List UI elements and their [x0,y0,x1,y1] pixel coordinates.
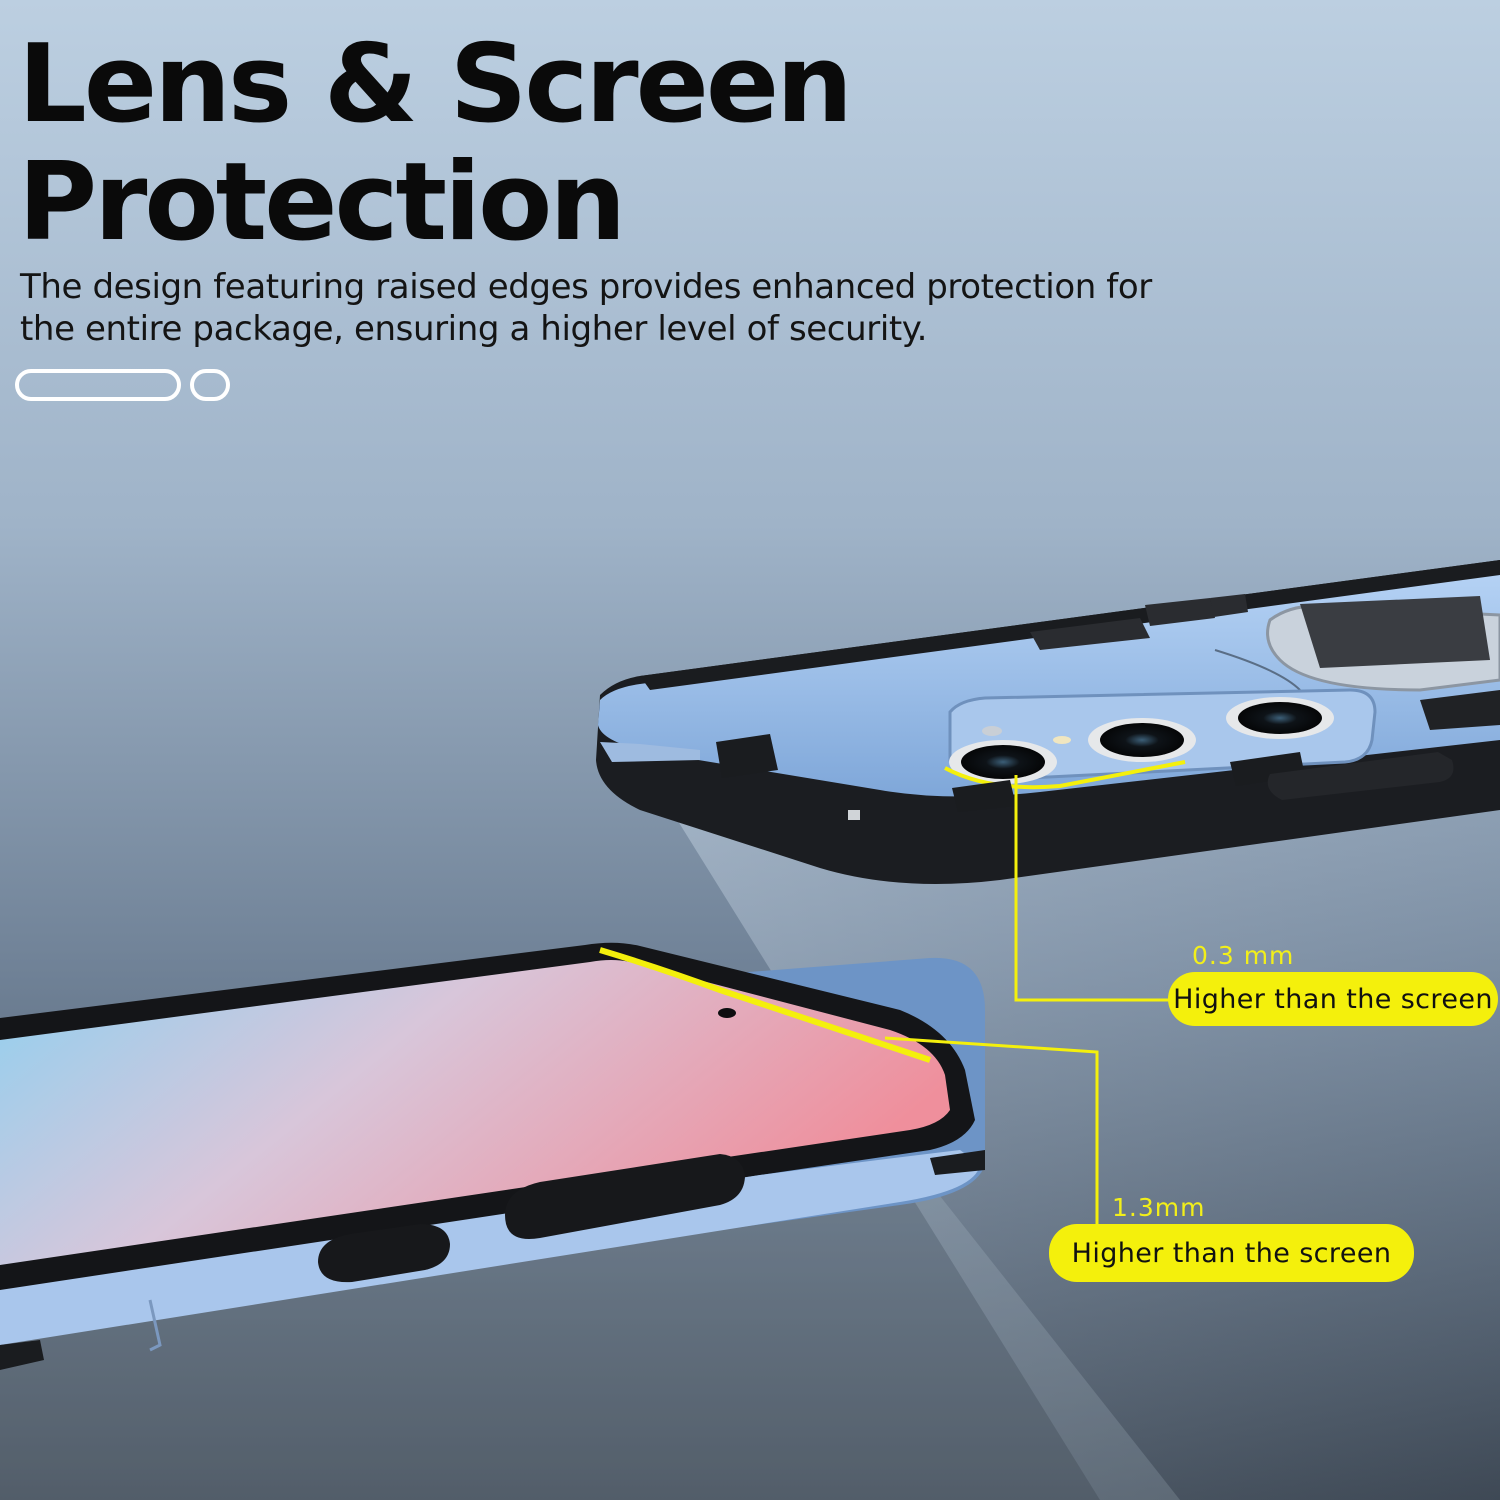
description-text: The design featuring raised edges provid… [20,266,1152,350]
phone-front-screen [0,942,985,1370]
description-line-2: the entire package, ensuring a higher le… [20,309,928,349]
description-line-1: The design featuring raised edges provid… [20,267,1152,307]
screen-height-label: Higher than the screen [1049,1224,1414,1282]
screen-height-value: 1.3mm [1112,1193,1206,1222]
lens-callout-leader-line [1014,775,1180,1002]
phone-case-back [596,560,1500,884]
lens-height-value: 0.3 mm [1192,941,1295,970]
lens-height-label: Higher than the screen [1168,972,1498,1026]
headline: Lens & Screen Protection [18,22,853,265]
pager-inactive-indicator[interactable] [190,369,230,401]
pager-active-indicator[interactable] [15,369,181,401]
headline-line-1: Lens & Screen [18,22,853,147]
headline-line-2: Protection [18,140,626,265]
light-beam [640,700,1500,1500]
